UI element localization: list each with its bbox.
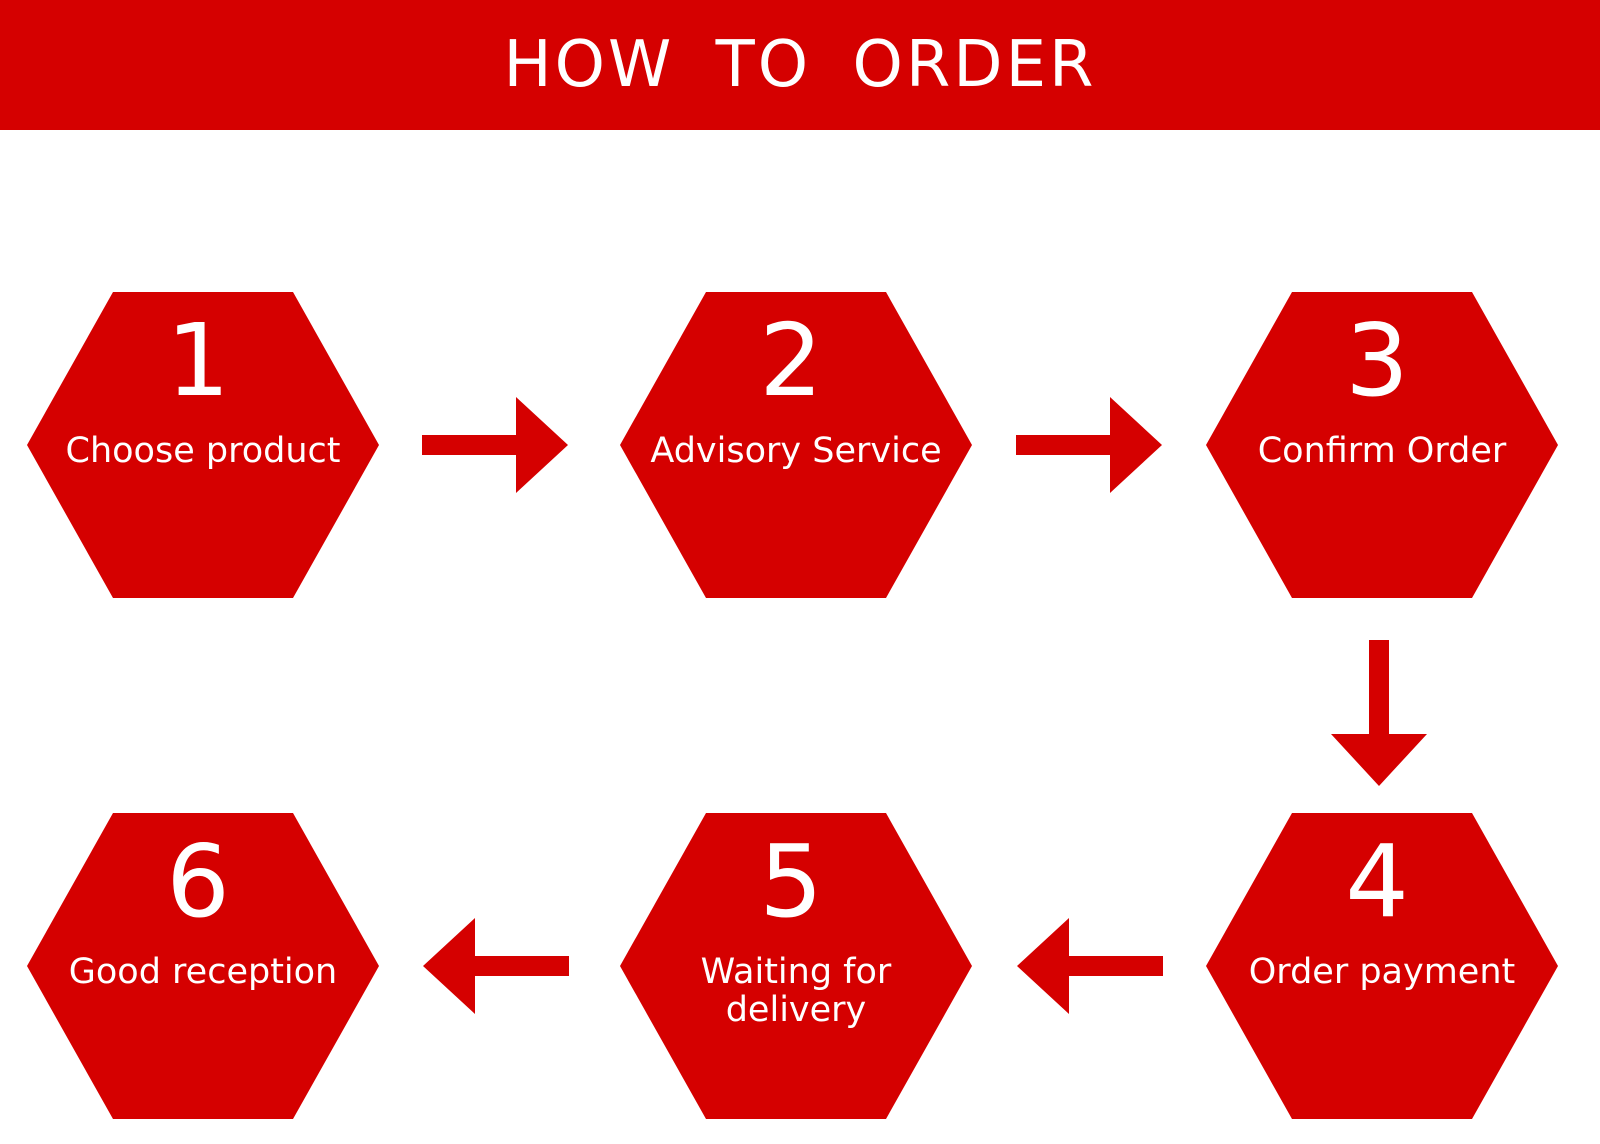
step-number: 2	[759, 302, 823, 419]
step-hexagon	[1206, 292, 1558, 598]
arrow-right-icon	[422, 397, 568, 493]
step-label: Waiting for	[701, 952, 892, 992]
step-label: Order payment	[1249, 952, 1516, 992]
step-hexagon	[620, 292, 972, 598]
arrow-down-icon	[1331, 640, 1427, 786]
step-number: 6	[166, 823, 230, 940]
arrow-left-icon	[423, 918, 569, 1014]
step-number: 1	[166, 302, 230, 419]
step-hexagon	[27, 813, 379, 1119]
step-hexagon	[27, 292, 379, 598]
step-hexagon	[1206, 813, 1558, 1119]
step-number: 5	[759, 823, 823, 940]
arrow-right-icon	[1016, 397, 1162, 493]
step-label: delivery	[726, 990, 867, 1030]
step-label: Confirm Order	[1258, 431, 1507, 471]
step-label: Good reception	[69, 952, 337, 992]
step-number: 4	[1345, 823, 1409, 940]
step-hexagon	[620, 813, 972, 1119]
step-label: Advisory Service	[650, 431, 941, 471]
step-label: Choose product	[66, 431, 341, 471]
page-title: HOW TO ORDER	[503, 28, 1097, 102]
arrow-left-icon	[1017, 918, 1163, 1014]
step-number: 3	[1345, 302, 1409, 419]
header-banner: HOW TO ORDER	[0, 0, 1600, 130]
